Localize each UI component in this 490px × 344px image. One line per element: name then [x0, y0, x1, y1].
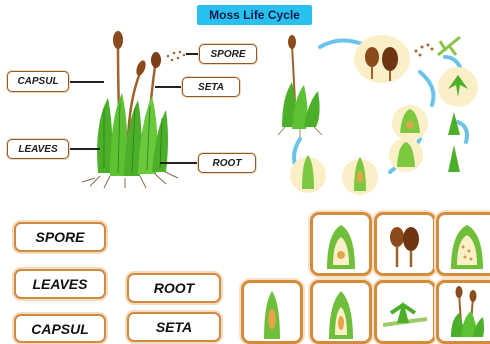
label-capsul: CAPSUL: [7, 71, 69, 92]
label-leaves: LEAVES: [7, 139, 69, 159]
tile-seta[interactable]: SETA: [127, 312, 221, 342]
page-title: Moss Life Cycle: [197, 5, 312, 25]
cycle-arrow: [320, 40, 365, 47]
root-pointer: [160, 162, 198, 164]
moss-plant-diagram: [80, 28, 190, 188]
life-cycle-diagram: [270, 27, 485, 197]
card-sporophyte[interactable]: [310, 280, 372, 344]
card-moss-plant[interactable]: [436, 280, 490, 344]
protonema-icon: [438, 37, 460, 55]
card-spore-capsules[interactable]: [374, 212, 436, 276]
seta-pointer: [155, 86, 182, 88]
tile-spore[interactable]: SPORE: [14, 222, 106, 252]
leaves-pointer: [66, 148, 100, 150]
card-protonema[interactable]: [374, 280, 436, 344]
spore-pointer: [186, 53, 200, 55]
label-root: ROOT: [198, 153, 256, 173]
card-sporophyte-young[interactable]: [241, 280, 303, 344]
label-spore: SPORE: [199, 44, 257, 64]
label-seta: SETA: [182, 77, 240, 97]
tile-root[interactable]: ROOT: [127, 273, 221, 303]
capsul-pointer: [66, 81, 104, 83]
moss-plant-icon: [278, 35, 322, 137]
card-archegonium[interactable]: [310, 212, 372, 276]
card-antheridium[interactable]: [436, 212, 490, 276]
capsule-icon: [113, 31, 123, 49]
tile-leaves[interactable]: LEAVES: [14, 269, 106, 299]
tile-capsul[interactable]: CAPSUL: [14, 314, 106, 343]
